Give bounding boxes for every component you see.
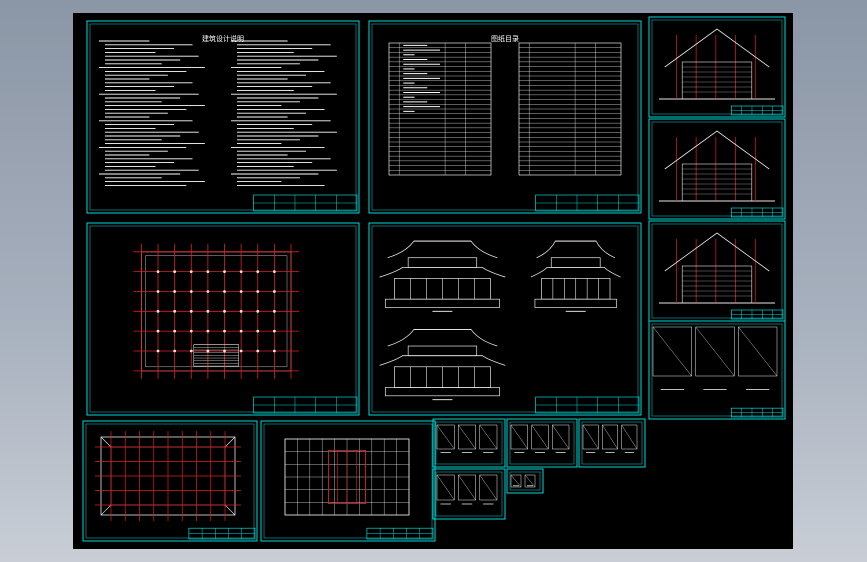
sheet-details-2 bbox=[432, 418, 506, 468]
sheet-details-4 bbox=[578, 418, 646, 468]
sheet-details-6 bbox=[506, 468, 544, 494]
sheet-details-1 bbox=[648, 320, 786, 420]
sheet-section-3 bbox=[648, 220, 786, 322]
sheet-drawing-index: 图纸目录 bbox=[368, 20, 642, 214]
sheet-section-1 bbox=[648, 16, 786, 118]
sheet-elevations bbox=[368, 222, 642, 416]
sheet-title: 建筑设计说明 bbox=[202, 34, 244, 43]
drawing-sheets: 建筑设计说明 图纸目录 bbox=[82, 16, 786, 542]
sheet-design-notes: 建筑设计说明 bbox=[86, 20, 360, 214]
sheet-framing-plan bbox=[260, 420, 436, 542]
cad-viewport[interactable]: 建筑设计说明 图纸目录 bbox=[73, 13, 793, 549]
sheet-title: 图纸目录 bbox=[491, 34, 519, 43]
sheet-details-3 bbox=[506, 418, 578, 468]
drawing-canvas[interactable]: 建筑设计说明 图纸目录 bbox=[73, 13, 793, 549]
sheet-section-2 bbox=[648, 118, 786, 220]
sheet-details-5 bbox=[432, 468, 506, 520]
sheet-roof-plan bbox=[82, 420, 258, 542]
sheet-floor-plan bbox=[86, 222, 360, 416]
